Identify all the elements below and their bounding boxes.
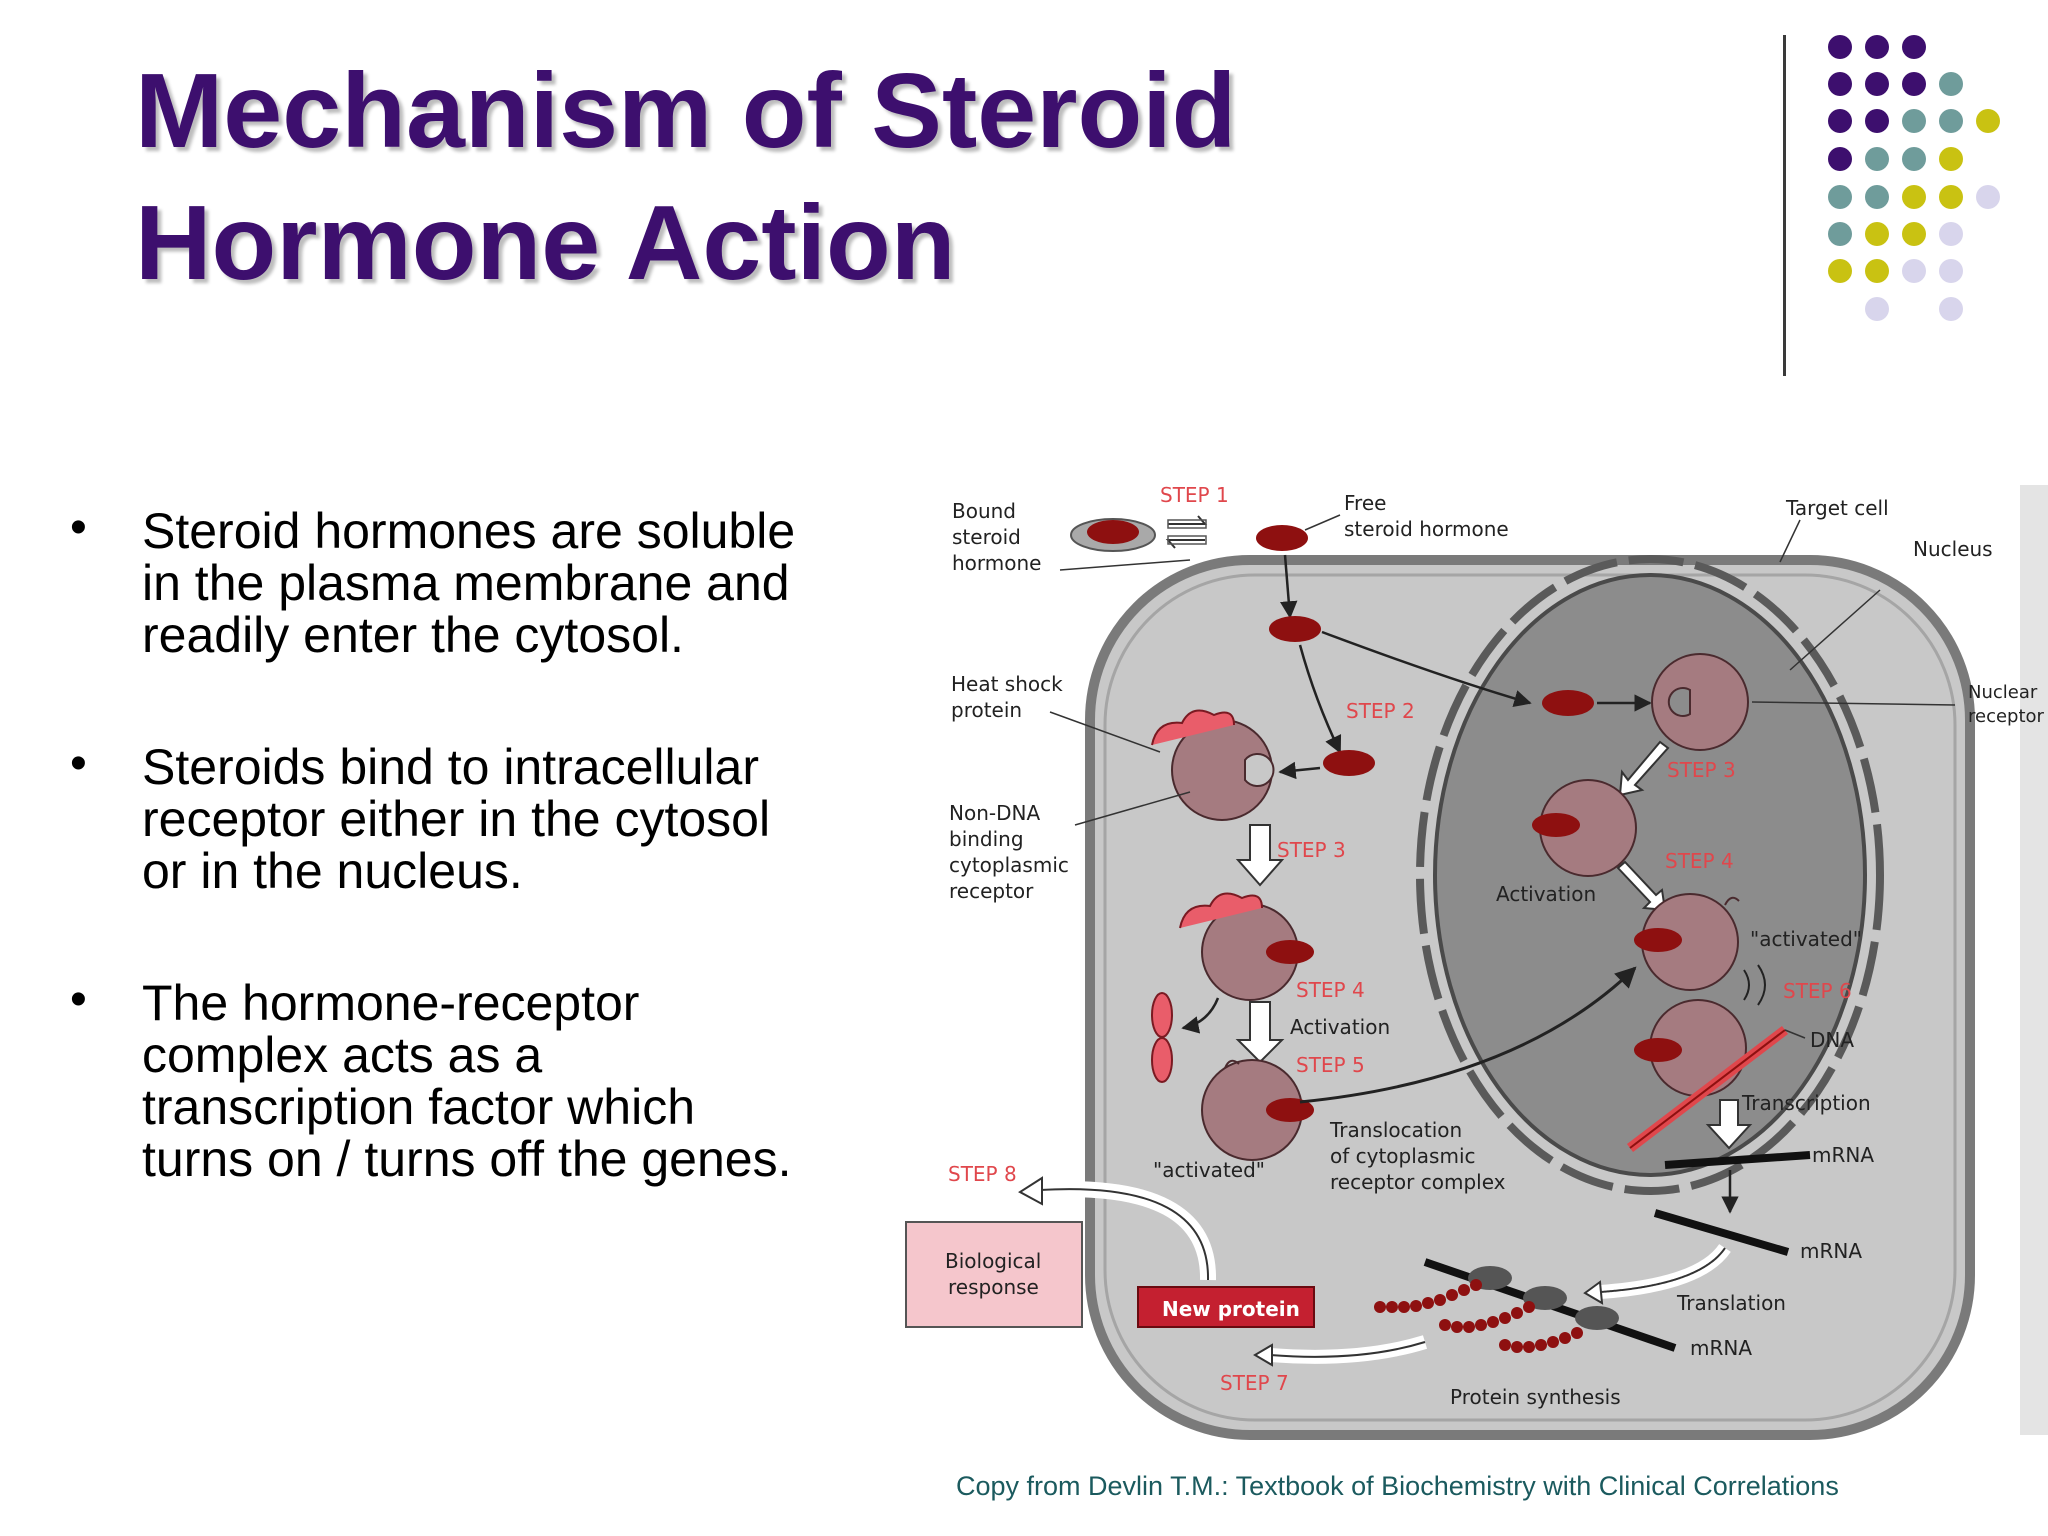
bullet-item: • The hormone-receptor complex acts as a …: [62, 973, 892, 1187]
label-activated-cytosol: "activated": [1153, 1158, 1265, 1182]
label-activation-cytosol: Activation: [1290, 1015, 1390, 1039]
label-hormone: hormone: [952, 551, 1041, 575]
label-biological: Biological: [945, 1249, 1041, 1273]
step-4-cytosol-label: STEP 4: [1296, 978, 1365, 1002]
bullet-item: • Steroid hormones are soluble in the pla…: [62, 501, 892, 663]
steroid-mechanism-figure: Bound steroid hormone Free steroid hormo…: [900, 470, 2048, 1470]
bullet-marker: •: [70, 501, 87, 554]
figure-caption: Copy from Devlin T.M.: Textbook of Bioch…: [956, 1471, 1839, 1501]
title-line-1: Mechanism of Steroid: [135, 52, 1237, 170]
label-nucleus: Nucleus: [1913, 537, 1993, 561]
bullet-marker: •: [70, 973, 87, 1026]
nucleus: [1433, 573, 1867, 1177]
bullet-text: Steroid hormones are soluble in the plas…: [142, 503, 796, 663]
label-mrna-nucleus: mRNA: [1812, 1143, 1874, 1167]
label-of-cytoplasmic: of cytoplasmic: [1330, 1144, 1476, 1168]
decorative-dot-grid: [1828, 35, 2000, 321]
label-activated-nuclear: "activated": [1750, 927, 1862, 951]
mrna-exported: [1653, 1209, 1790, 1256]
polypeptide-chains: [1374, 1279, 1583, 1353]
label-binding: binding: [949, 827, 1024, 851]
label-heat-shock: Heat shock: [951, 672, 1063, 696]
label-target-cell: Target cell: [1785, 496, 1889, 520]
bullet-text: The hormone-receptor complex acts as a t…: [142, 975, 792, 1187]
label-cytoplasmic-receptor: receptor: [949, 879, 1034, 903]
label-dna: DNA: [1810, 1028, 1854, 1052]
label-nuclear: Nuclear: [1968, 682, 2038, 703]
title-line-2: Hormone Action: [135, 184, 956, 302]
label-activation-nuclear: Activation: [1496, 882, 1596, 906]
label-transcription: Transcription: [1741, 1091, 1871, 1115]
slide-title: Mechanism of Steroid Hormone Action: [135, 45, 1236, 309]
bullet-item: • Steroids bind to intracellular receptor…: [62, 737, 892, 899]
label-nuclear-receptor: receptor: [1968, 706, 2045, 727]
label-bound: Bound: [952, 499, 1016, 523]
step-4-nuclear-label: STEP 4: [1665, 849, 1734, 873]
label-non-dna: Non-DNA: [949, 801, 1040, 825]
label-protein-synthesis: Protein synthesis: [1450, 1385, 1621, 1409]
label-free: Free: [1344, 491, 1386, 515]
label-cytoplasmic: cytoplasmic: [949, 853, 1069, 877]
step-8-label: STEP 8: [948, 1162, 1017, 1186]
bound-hormone: [1087, 520, 1139, 544]
hormone-in-cytosol: [1269, 616, 1321, 642]
bullet-marker: •: [70, 737, 87, 790]
label-mrna-cytosol: mRNA: [1800, 1239, 1862, 1263]
step-6-label: STEP 6: [1783, 979, 1852, 1003]
label-mrna-ribosome: mRNA: [1690, 1336, 1752, 1360]
step-1-label: STEP 1: [1160, 483, 1229, 507]
biological-response-box: [905, 1221, 1083, 1328]
label-response: response: [948, 1275, 1039, 1299]
nuclear-receptor: [1651, 653, 1749, 751]
step-2-label: STEP 2: [1346, 699, 1415, 723]
new-protein-box: [1137, 1286, 1315, 1328]
bullet-text: Steroids bind to intracellular receptor …: [142, 739, 771, 899]
step-7-label: STEP 7: [1220, 1371, 1289, 1395]
dots-lavender: [1865, 185, 2000, 321]
step-3-nuclear-label: STEP 3: [1667, 758, 1736, 782]
dots-teal: [1828, 72, 1963, 246]
heat-shock-protein: [1151, 709, 1235, 746]
free-hormone: [1256, 525, 1308, 551]
dots-purple: [1828, 35, 1926, 171]
title-divider: [1783, 35, 1786, 376]
page-edge-shadow: [2020, 485, 2048, 1435]
label-translocation: Translocation: [1329, 1118, 1462, 1142]
label-translation: Translation: [1676, 1291, 1786, 1315]
mrna-in-nucleus: [1664, 1151, 1811, 1169]
label-steroid: steroid: [952, 525, 1021, 549]
bullet-list: • Steroid hormones are soluble in the pla…: [62, 501, 892, 1265]
label-free-steroid-hormone: steroid hormone: [1344, 517, 1509, 541]
step-5-label: STEP 5: [1296, 1053, 1365, 1077]
label-protein: protein: [951, 698, 1022, 722]
step-3-cytosol-label: STEP 3: [1277, 838, 1346, 862]
label-receptor-complex: receptor complex: [1330, 1170, 1506, 1194]
dots-yellow: [1828, 109, 2000, 283]
label-new-protein: New protein: [1162, 1297, 1300, 1321]
